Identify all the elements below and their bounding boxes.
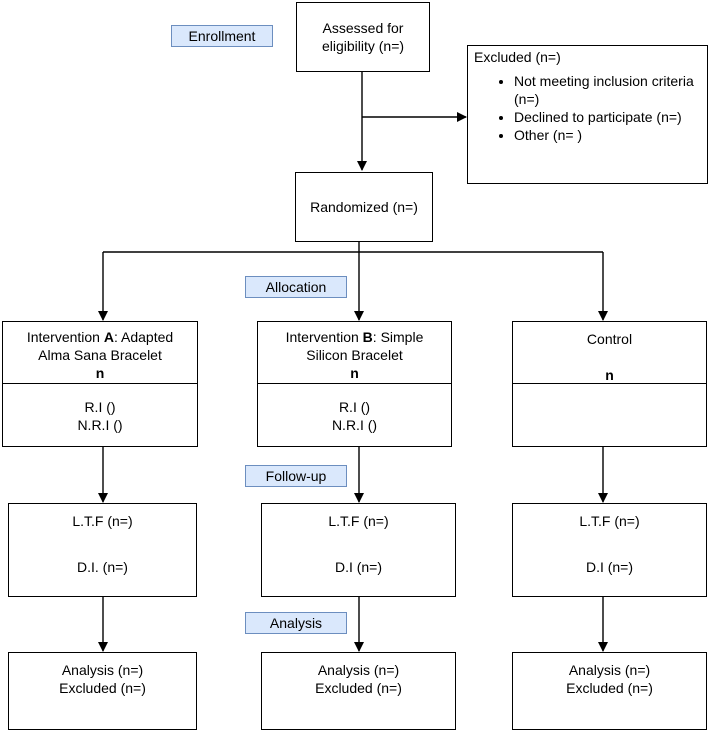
assessed-box: Assessed for eligibility (n=): [296, 2, 430, 72]
excluded-item: Declined to participate (n=): [514, 108, 701, 126]
followup-b-di: D.I (n=): [334, 559, 383, 575]
analysis-a-label: Analysis (n=): [61, 662, 144, 678]
arm-a-letter: A: [103, 329, 114, 345]
followup-b-ltf: L.T.F (n=): [328, 513, 389, 529]
assessed-line1: Assessed for: [322, 20, 404, 36]
followup-c-ltf: L.T.F (n=): [579, 513, 640, 529]
analysis-a-box: Analysis (n=) Excluded (n=): [8, 652, 197, 730]
arm-control-box: Control n: [512, 321, 707, 447]
arm-b-box: Intervention B: Simple Silicon Bracelet …: [257, 321, 452, 447]
arm-a-title-prefix: Intervention: [26, 329, 104, 345]
arm-b-nri: N.R.I (): [331, 417, 378, 433]
analysis-c-label: Analysis (n=): [568, 662, 651, 678]
excluded-box: Excluded (n=) Not meeting inclusion crit…: [467, 45, 708, 184]
arm-a-ri: R.I (): [84, 399, 116, 415]
arm-a-box: Intervention A: Adapted Alma Sana Bracel…: [2, 321, 198, 447]
followup-c-di: D.I (n=): [585, 559, 634, 575]
analysis-b-excluded: Excluded (n=): [315, 680, 402, 696]
arm-b-title-prefix: Intervention: [285, 329, 363, 345]
followup-a-di: D.I. (n=): [77, 559, 128, 575]
followup-b-box: L.T.F (n=) D.I (n=): [261, 503, 456, 597]
randomized-label: Randomized (n=): [310, 199, 418, 215]
excluded-list: Not meeting inclusion criteria (n=) Decl…: [474, 72, 701, 144]
stage-enrollment: Enrollment: [171, 25, 273, 47]
arm-control-n: n: [605, 367, 614, 383]
arm-b-letter: B: [362, 329, 373, 345]
arm-a-title-rest: : Adapted: [114, 329, 174, 345]
analysis-a-excluded: Excluded (n=): [59, 680, 146, 696]
arm-a-nri: N.R.I (): [77, 417, 123, 433]
excluded-title: Excluded (n=): [474, 49, 561, 65]
arm-control-title: Control: [586, 331, 633, 347]
analysis-b-label: Analysis (n=): [317, 662, 400, 678]
arm-a-line2: Alma Sana Bracelet: [38, 347, 162, 363]
followup-a-ltf: L.T.F (n=): [72, 513, 133, 529]
analysis-c-excluded: Excluded (n=): [566, 680, 653, 696]
arm-b-n: n: [350, 365, 359, 381]
followup-c-box: L.T.F (n=) D.I (n=): [512, 503, 707, 597]
arm-b-line2: Silicon Bracelet: [306, 347, 403, 363]
stage-followup: Follow-up: [245, 465, 347, 487]
assessed-line2: eligibility (n=): [321, 38, 405, 54]
arm-b-ri: R.I (): [338, 399, 371, 415]
analysis-c-box: Analysis (n=) Excluded (n=): [512, 652, 707, 730]
excluded-item: Not meeting inclusion criteria (n=): [514, 72, 701, 108]
followup-a-box: L.T.F (n=) D.I. (n=): [8, 503, 197, 597]
analysis-b-box: Analysis (n=) Excluded (n=): [261, 652, 456, 730]
stage-analysis: Analysis: [245, 612, 347, 634]
randomized-box: Randomized (n=): [295, 172, 433, 242]
stage-allocation: Allocation: [245, 276, 347, 298]
arm-b-title-rest: : Simple: [372, 329, 424, 345]
excluded-item: Other (n= ): [514, 126, 701, 144]
arm-a-n: n: [95, 365, 105, 381]
